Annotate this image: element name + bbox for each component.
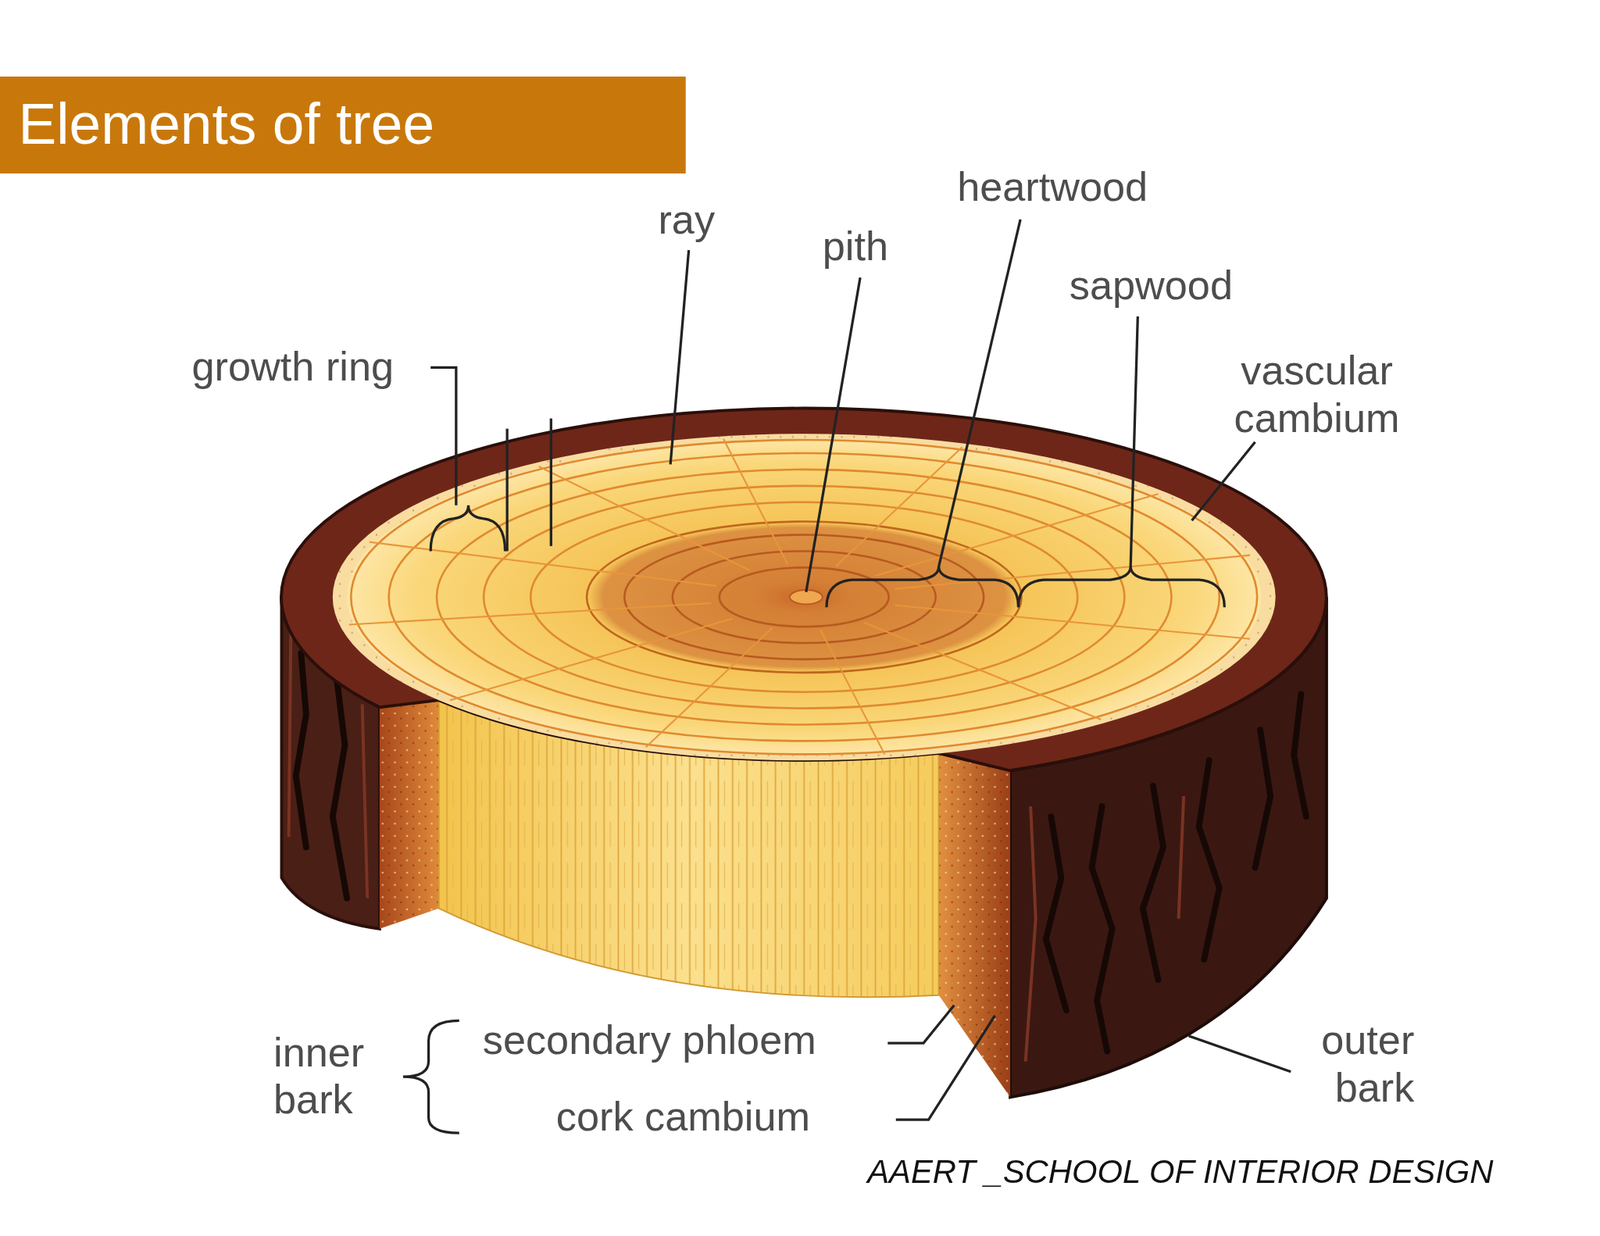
leader-line: [1130, 316, 1138, 567]
growth-ring-line: [624, 535, 984, 660]
leader-line: [896, 1015, 996, 1120]
leader-line: [1192, 442, 1256, 522]
part-label: cork cambium: [556, 1092, 811, 1140]
ray-line: [894, 555, 1250, 590]
bark-cut-face: [379, 700, 440, 929]
bark-highlight-line: [362, 703, 368, 898]
wood-face: [346, 439, 1261, 756]
bark-cut-texture: [379, 700, 440, 929]
rays: [349, 439, 1250, 755]
leader-line: [550, 418, 553, 547]
growth-ring-line: [389, 453, 1220, 741]
bark-crack: [1046, 816, 1067, 1011]
part-label: growth ring: [192, 342, 394, 390]
ray-line: [875, 493, 1159, 576]
growth-ring-line: [436, 469, 1172, 725]
bark-crack: [1199, 760, 1220, 960]
bracket: [430, 505, 505, 552]
leaders: [403, 219, 1291, 1133]
bracket: [826, 566, 1019, 608]
ray-line: [349, 603, 712, 625]
title-banner: [0, 76, 686, 174]
bark-crack: [1293, 693, 1307, 817]
bark-crack: [1255, 729, 1272, 868]
part-label: outer bark: [1283, 1016, 1415, 1111]
growth-ring-line: [530, 502, 1078, 693]
bark-ring: [281, 408, 1326, 772]
part-label: pith: [822, 222, 889, 270]
part-label: vascular cambium: [1207, 346, 1427, 441]
bark-crack: [332, 678, 347, 899]
growth-ring-line: [672, 550, 936, 643]
part-label: secondary phloem: [482, 1016, 817, 1064]
pith-spot: [789, 589, 823, 604]
leader-line: [887, 1005, 954, 1043]
leader-line: [430, 367, 457, 505]
ray-line: [646, 627, 773, 747]
ray-line: [820, 629, 885, 754]
bracket: [1018, 566, 1225, 608]
leader-line: [506, 428, 509, 552]
growth-ring-line: [586, 521, 1022, 673]
bark-highlight-line: [289, 632, 292, 837]
growth-ring-line: [350, 439, 1258, 754]
leader-line: [806, 277, 861, 592]
bark-crack: [296, 653, 307, 847]
growth-ring-line: [483, 485, 1125, 709]
ray-line: [864, 622, 1101, 720]
bracket: [403, 1020, 460, 1133]
watermark: AAERT _SCHOOL OF INTERIOR DESIGN: [867, 1152, 1493, 1192]
growth-ring-line: [719, 567, 890, 627]
slide-title: Elements of tree: [18, 92, 436, 158]
bark-highlight-line: [1025, 806, 1036, 1062]
part-label: ray: [657, 196, 715, 243]
leader-line: [939, 219, 1021, 567]
ray-line: [894, 605, 1250, 640]
ray-line: [369, 542, 717, 586]
part-label: sapwood: [1069, 260, 1233, 308]
leader-line: [1189, 1035, 1292, 1072]
group-label: inner bark: [273, 1028, 401, 1123]
part-label: heartwood: [957, 163, 1148, 211]
bark-crack: [1092, 806, 1113, 1052]
bark-highlight-line: [1178, 796, 1185, 919]
bark-crack: [1142, 785, 1164, 980]
growth-rings: [350, 439, 1258, 754]
ray-line: [450, 618, 733, 701]
ray-line: [723, 439, 788, 565]
ray-line: [539, 466, 750, 571]
leader-line: [670, 250, 690, 465]
